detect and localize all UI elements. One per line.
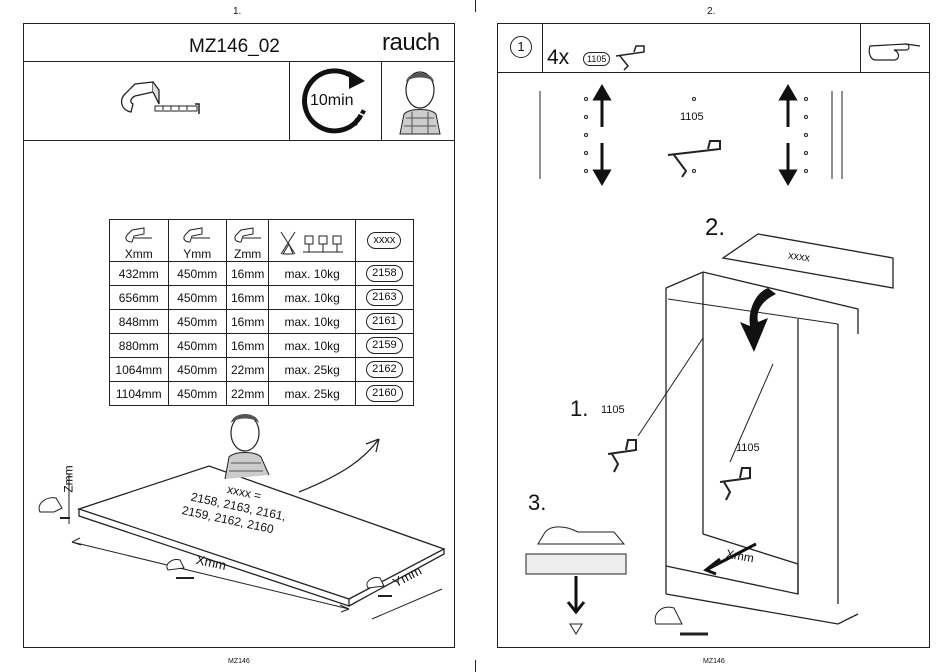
header-xmm: Xmm [109, 219, 169, 262]
load-weight-icon [280, 231, 344, 255]
part-label-left: 1105 [601, 404, 625, 416]
tape-measure-icon [234, 227, 261, 243]
instruction-page-2: 1 4x 1105 1105 [497, 23, 930, 648]
step-label-1: 1. [570, 396, 589, 421]
worker-avatar-icon [224, 414, 270, 480]
tape-measure-icon [125, 227, 152, 243]
cabinet-drawing [525, 233, 894, 636]
step-label-3: 3. [528, 490, 547, 515]
page-number: 1. [233, 6, 242, 17]
part-label-right: 1105 [736, 442, 760, 454]
part-code: 1105 [583, 52, 611, 66]
page-footer: MZ146 [228, 658, 250, 665]
hole-pattern-drawing [539, 84, 843, 186]
shelf-support-icon [615, 45, 645, 71]
header-zmm: Zmm [225, 219, 270, 262]
tape-measure-icon [120, 81, 200, 114]
worker-avatar-icon [399, 71, 441, 135]
part-label: 1105 [680, 111, 704, 123]
timer-icon [302, 68, 366, 134]
tape-measure-icon [183, 227, 211, 243]
header-load [268, 219, 356, 262]
step-number: 1 [510, 36, 532, 58]
instruction-page-1: MZ146_02 rauch 10min Xmm Ymm [23, 23, 455, 648]
header-code: xxxx [354, 219, 415, 262]
model-title: MZ146_02 [189, 36, 280, 57]
cut-mark [475, 660, 476, 672]
shelf-drawing [38, 438, 446, 620]
hand-pointing-icon [868, 43, 921, 61]
page-number: 2. [707, 6, 716, 17]
brand-logo: rauch [382, 29, 440, 56]
cut-mark [475, 0, 476, 12]
quantity-label: 4x [547, 46, 570, 69]
z-dimension-label: Zmm [61, 465, 76, 493]
page-footer: MZ146 [703, 658, 725, 665]
step-label-2: 2. [705, 214, 726, 241]
time-label: 10min [310, 92, 354, 109]
header-ymm: Ymm [167, 219, 227, 262]
